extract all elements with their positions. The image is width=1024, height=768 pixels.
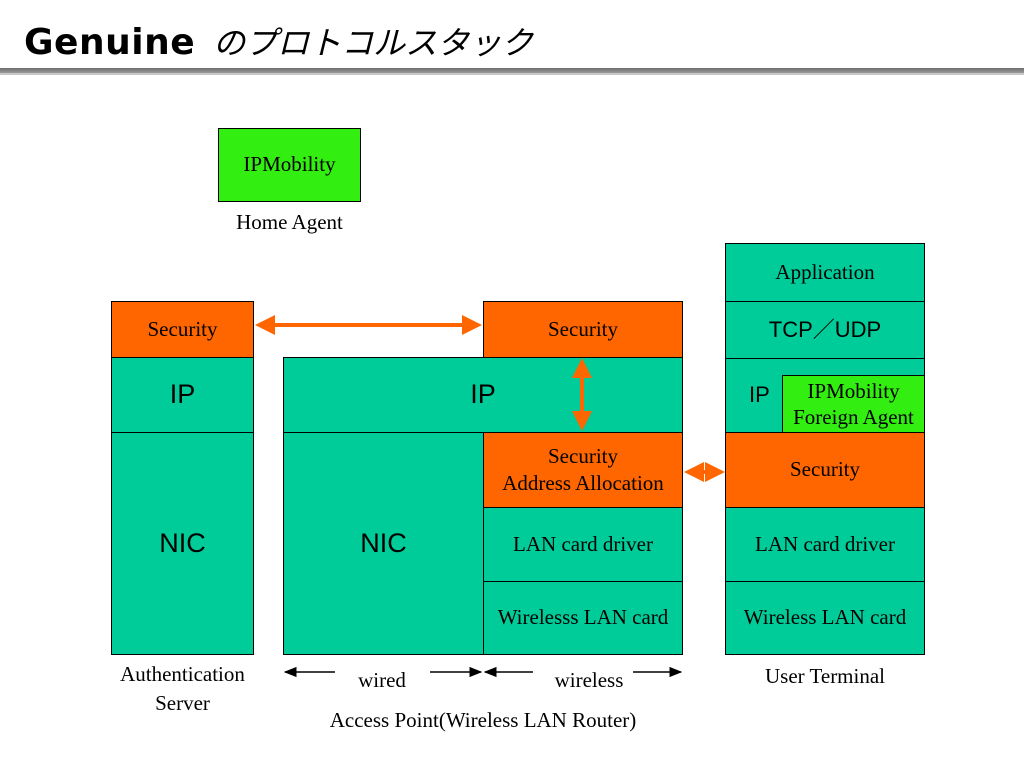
- user-terminal-ipmobility-line2: Foreign Agent: [793, 405, 914, 429]
- access-point-wireless-card-layer: Wirelesss LAN card: [483, 581, 683, 655]
- auth-server-ip-label: IP: [169, 379, 196, 410]
- title-divider: [0, 68, 1024, 73]
- access-point-ip-layer: IP: [283, 357, 683, 433]
- auth-server-caption-line1: Authentication: [120, 662, 245, 686]
- user-terminal-ipmobility-line1: IPMobility: [807, 378, 900, 403]
- user-terminal-tcp-udp-layer: TCP／UDP: [725, 301, 925, 359]
- user-terminal-wireless-card-label: Wireless LAN card: [743, 605, 907, 630]
- user-terminal-security-label: Security: [790, 457, 860, 482]
- auth-server-ip-layer: IP: [111, 357, 254, 433]
- user-terminal-ip-label: IP: [749, 382, 770, 408]
- access-point-nic-label: NIC: [360, 527, 407, 558]
- page-title-latin: Genuine: [24, 22, 196, 63]
- access-point-security-layer: Security: [483, 301, 683, 358]
- user-terminal-tcp-udp-label: TCP／UDP: [768, 316, 882, 342]
- auth-server-security-layer: Security: [111, 301, 254, 358]
- access-point-lan-driver-layer: LAN card driver: [483, 507, 683, 582]
- access-point-security-allocation-line1: Security: [548, 443, 618, 468]
- access-point-security-allocation-line2: Address Allocation: [502, 471, 664, 495]
- access-point-nic-layer: NIC: [283, 432, 484, 655]
- access-point-security-allocation-layer: Security Address Allocation: [483, 432, 683, 508]
- user-terminal-application-label: Application: [775, 259, 875, 284]
- page-title-japanese: のプロトコルスタック: [213, 24, 534, 62]
- user-terminal-lan-driver-label: LAN card driver: [755, 531, 895, 556]
- wired-label: wired: [358, 668, 406, 692]
- user-terminal-security-layer: Security: [725, 432, 925, 508]
- user-terminal-application-layer: Application: [725, 243, 925, 302]
- home-agent-ipmobility-label: IPMobility: [243, 152, 336, 177]
- access-point-wireless-card-label: Wirelesss LAN card: [497, 605, 669, 630]
- page-title: Genuine のプロトコルスタック: [24, 18, 533, 72]
- user-terminal-lan-driver-layer: LAN card driver: [725, 507, 925, 582]
- home-agent-caption: Home Agent: [236, 210, 343, 234]
- user-terminal-caption: User Terminal: [764, 664, 886, 688]
- access-point-lan-driver-label: LAN card driver: [513, 531, 653, 556]
- auth-server-caption: Authentication Server: [101, 660, 264, 719]
- auth-server-nic-layer: NIC: [111, 432, 254, 655]
- auth-server-security-label: Security: [147, 316, 218, 341]
- auth-server-caption-line2: Server: [155, 691, 210, 716]
- access-point-ip-label: IP: [470, 379, 496, 410]
- user-terminal-wireless-card-layer: Wireless LAN card: [725, 581, 925, 655]
- access-point-caption: Access Point(Wireless LAN Router): [329, 708, 637, 732]
- wireless-label: wireless: [554, 668, 624, 692]
- home-agent-ipmobility-block: IPMobility: [218, 128, 361, 202]
- auth-server-nic-label: NIC: [159, 527, 206, 558]
- access-point-security-label: Security: [548, 316, 618, 341]
- user-terminal-ipmobility-foreign-agent: IPMobility Foreign Agent: [782, 375, 925, 433]
- title-divider-shadow: [0, 73, 1024, 75]
